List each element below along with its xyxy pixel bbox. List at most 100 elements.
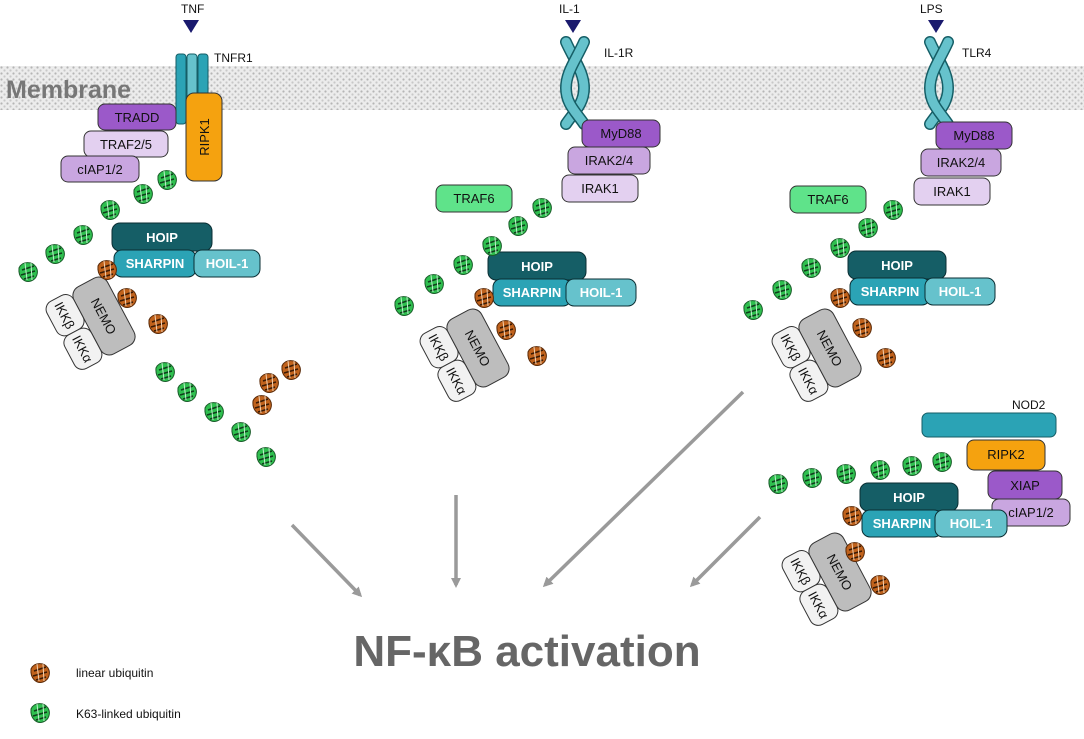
tnf-hoil-label: HOIL-1 [206,256,249,271]
nod2-sharpin-label: SHARPIN [873,516,932,531]
il1-myd88-box: MyD88 [581,119,661,148]
nod2-ciap-label: cIAP1/2 [1008,505,1054,520]
il1-traf6-box: TRAF6 [435,184,513,213]
lps-myd88-label: MyD88 [953,128,994,143]
arrow-tnf [290,523,363,598]
tnfr1-label: TNFR1 [214,51,253,65]
k63-ubiquitin [73,224,94,246]
xiap-box: XIAP [987,470,1063,500]
nod2-hoil-label: HOIL-1 [950,516,993,531]
k63-ubiquitin [902,455,923,477]
il1-traf6-label: TRAF6 [453,191,494,206]
k63-ubiquitin [18,261,39,283]
lps-hoip-box: HOIP [847,250,947,280]
nod2-hoil-box: HOIL-1 [934,509,1008,538]
il1-ligand-triangle [565,20,581,33]
nod2-label: NOD2 [1012,398,1046,412]
linear-ubiquitin [830,287,851,309]
tnfr1-receptor [175,53,209,125]
lps-ligand-triangle [928,20,944,33]
k63-ubiquitin [836,463,857,485]
lps-sharpin-label: SHARPIN [861,284,920,299]
lps-ikk-complex: NEMO IKKβ IKKα [771,308,862,402]
membrane: Membrane [0,66,1084,110]
legend-k63-ubiquitin-icon [30,702,51,724]
lps-sharpin-box: SHARPIN [849,277,931,306]
k63-ubiquitin [858,217,879,239]
k63-ubiquitin [394,295,415,317]
k63-ubiquitin [870,459,891,481]
k63-ubiquitin [768,473,789,495]
legend: linear ubiquitin K63-linked ubiquitin [30,662,181,724]
tnf-sharpin-box: SHARPIN [113,249,197,278]
lps-hoil-label: HOIL-1 [939,284,982,299]
ciap-label: cIAP1/2 [77,162,123,177]
il1r-label: IL-1R [604,46,634,60]
lps-irak24-label: IRAK2/4 [937,155,985,170]
nfkb-activation-label: NF-κB activation [353,627,700,676]
ripk2-box: RIPK2 [966,439,1046,471]
linear-ubiquitin [474,287,495,309]
linear-ubiquitin [876,347,897,369]
linear-ubiquitin [148,313,169,335]
il1-irak24-box: IRAK2/4 [567,146,651,175]
tradd-label: TRADD [115,110,160,125]
linear-ubiquitin [252,394,273,416]
linear-ubiquitin [281,359,302,381]
il1-hoil-label: HOIL-1 [580,285,623,300]
tnf-ligand-label: TNF [181,2,204,16]
il1-sharpin-box: SHARPIN [492,278,572,307]
il1r-receptor [559,36,591,130]
k63-ubiquitin [883,199,904,221]
k63-ubiquitin [133,183,154,205]
tnf-ligand-triangle [183,20,199,33]
il1-ikk-complex: NEMO IKKβ IKKα [419,308,510,402]
activation-arrows [290,390,762,598]
linear-ubiquitin [852,317,873,339]
k63-ubiquitin [231,421,252,443]
k63-ubiquitin [532,197,553,219]
il1-hoil-box: HOIL-1 [565,278,637,307]
il1-myd88-label: MyD88 [600,126,641,141]
k63-ubiquitin [802,467,823,489]
k63-ubiquitin [100,199,121,221]
xiap-label: XIAP [1010,478,1040,493]
lps-ligand-label: LPS [920,2,943,16]
il1-pathway: IL-1 IL-1R MyD88 IRAK2/4 IRAK1 TRAF6 HOI… [394,2,661,402]
il1-hoip-label: HOIP [521,259,553,274]
nod2-hoip-label: HOIP [893,490,925,505]
k63-ubiquitin [424,273,445,295]
membrane-label: Membrane [6,76,131,104]
tnf-hoil-box: HOIL-1 [193,249,261,278]
nod2-box: NOD2 [921,398,1057,438]
linear-ubiquitin [259,372,280,394]
k63-ubiquitin [256,446,277,468]
nod2-pathway: NOD2 RIPK2 XIAP cIAP1/2 HOIP SHARPIN HOI… [768,398,1071,626]
tnf-ikk-complex: NEMO IKKβ IKKα [45,276,136,370]
k63-ubiquitin [508,215,529,237]
lps-traf6-label: TRAF6 [807,192,848,207]
arrow-nod2 [689,515,762,588]
linear-ubiquitin [496,319,517,341]
legend-k63-label: K63-linked ubiquitin [76,707,181,721]
lps-myd88-box: MyD88 [935,121,1013,150]
linear-ubiquitin [845,541,866,563]
linear-ubiquitin [527,345,548,367]
tnf-hoip-label: HOIP [146,230,178,245]
k63-ubiquitin [772,279,793,301]
il1-hoip-box: HOIP [487,251,587,281]
il1-irak1-label: IRAK1 [581,181,619,196]
k63-ubiquitin [155,361,176,383]
tnf-sharpin-label: SHARPIN [126,256,185,271]
lps-irak24-box: IRAK2/4 [920,148,1002,177]
tnf-pathway: TNF TNFR1 TRADD TRAF2/5 cIAP1/2 RIPK1 HO… [18,2,302,468]
legend-linear-ubiquitin-icon [30,662,51,684]
k63-ubiquitin [482,235,503,257]
k63-ubiquitin [743,299,764,321]
nod2-ikk-complex: NEMO IKKβ IKKα [781,532,872,626]
k63-ubiquitin [45,243,66,265]
nod2-hoip-box: HOIP [859,482,959,512]
k63-ubiquitin [932,451,953,473]
arrow-lps [542,390,745,588]
